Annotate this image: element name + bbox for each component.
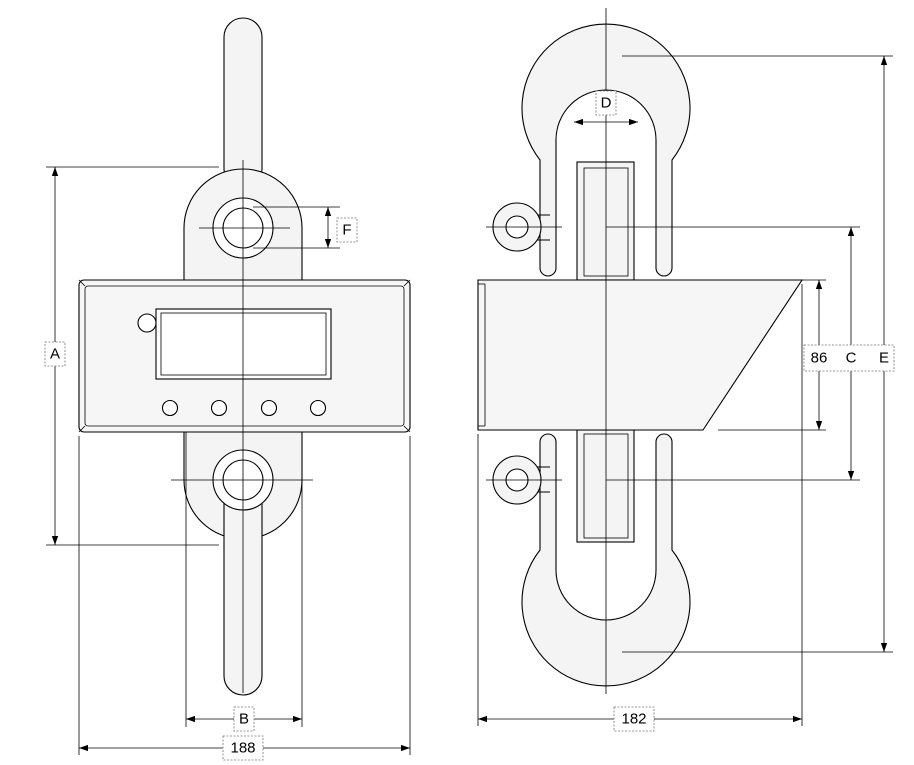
top-strap [576,161,635,281]
label-e-text: E [879,350,889,367]
keypad-button-3 [260,399,278,417]
label-b: B [233,706,255,732]
front-dimensions [46,166,411,755]
display-window [155,308,332,380]
label-188: 188 [222,735,264,761]
bottom-shackle [521,433,691,687]
bottom-strap [576,429,635,543]
label-188-text: 188 [230,740,255,757]
label-a-text: A [50,346,60,363]
label-f: F [336,217,358,243]
keypad-button-2 [210,399,228,417]
display-window-inner [160,312,327,376]
side-view [477,8,804,694]
label-d-text: D [601,95,612,112]
keypad-button-4 [309,399,327,417]
label-86-text: 86 [811,350,828,367]
label-c-text: C [846,350,857,367]
label-182-text: 182 [621,711,646,728]
front-housing-inner [84,285,405,427]
side-dimensions [477,55,893,726]
label-f-text: F [342,222,351,239]
label-d: D [595,90,617,116]
top-shackle [521,23,691,277]
label-86-c-e: 86 C E [803,344,895,372]
label-b-text: B [239,711,249,728]
keypad-button-1 [161,399,179,417]
label-a: A [44,341,66,367]
front-view [78,17,411,696]
side-housing [477,279,804,431]
label-182: 182 [613,706,655,732]
indicator-lamp-icon [137,313,157,333]
